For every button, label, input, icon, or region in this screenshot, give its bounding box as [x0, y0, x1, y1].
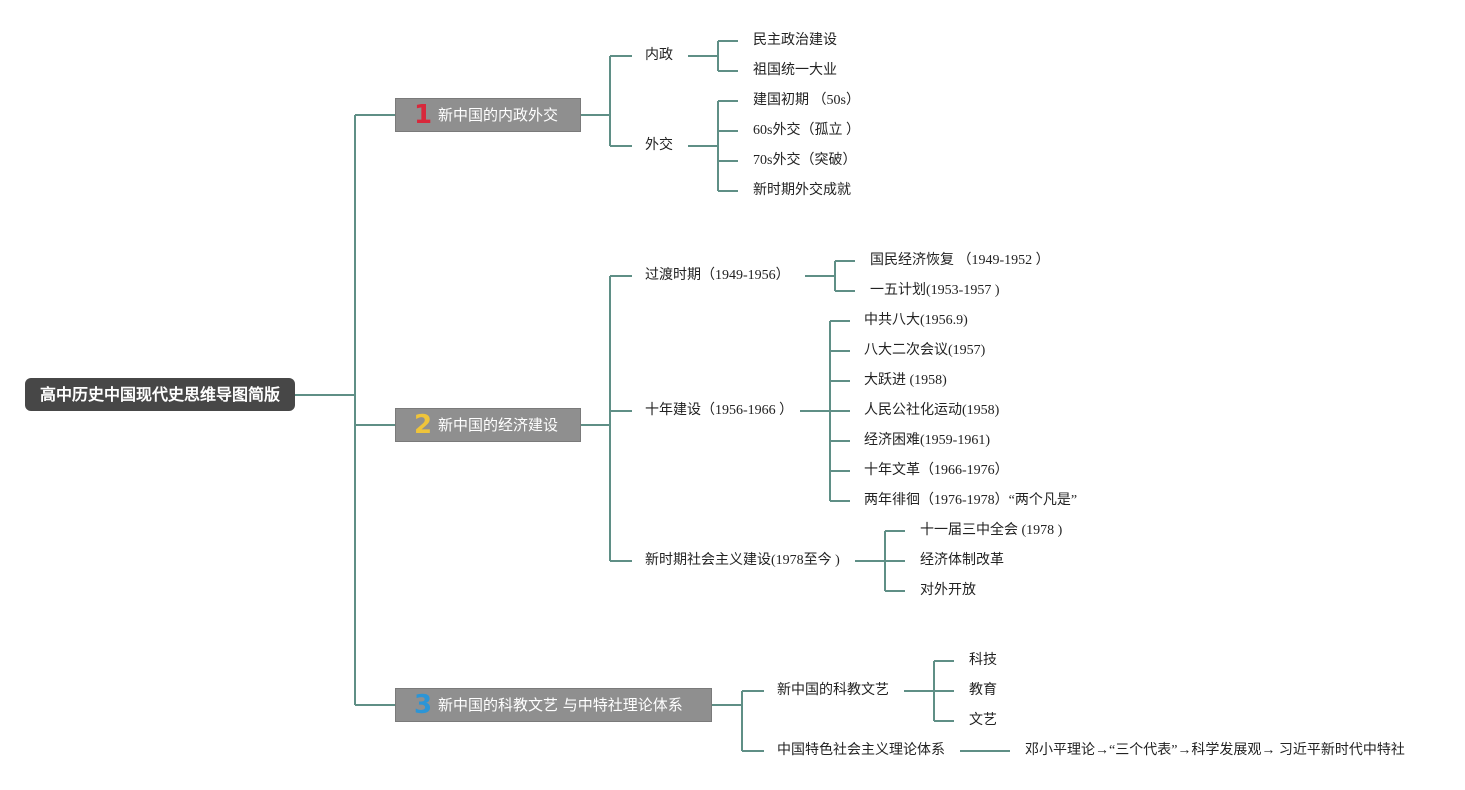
subtopic-item[interactable]: 祖国统一大业	[753, 63, 837, 78]
subtopic-item[interactable]: 十年文革（1966-1976）	[864, 463, 1009, 478]
subtopic-item[interactable]: 建国初期 （50s）	[753, 93, 860, 108]
transition-connector	[805, 260, 855, 292]
subtopic-item[interactable]: 一五计划(1953-1957 )	[870, 283, 1000, 298]
subtopic-item[interactable]: 对外开放	[920, 583, 976, 598]
root-connector	[295, 114, 395, 706]
branch1-connector	[581, 55, 632, 147]
topic-science-education-culture[interactable]: 新中国的科教文艺	[777, 683, 889, 698]
branch2-connector	[581, 275, 632, 562]
topic-new-era-construction[interactable]: 新时期社会主义建设(1978至今 )	[645, 553, 840, 568]
branch-label: 新中国的科教文艺 与中特社理论体系	[438, 696, 683, 714]
diplomacy-connector	[688, 100, 738, 192]
branch-label: 新中国的内政外交	[438, 106, 559, 124]
subtopic-item[interactable]: 文艺	[969, 713, 997, 728]
subtopic-item[interactable]: 科技	[969, 653, 997, 668]
domestic-connector	[688, 40, 738, 72]
subtopic-item[interactable]: 十一届三中全会 (1978 )	[920, 523, 1063, 538]
number-badge-1: 1	[413, 100, 433, 130]
subtopic-item[interactable]: 大跃进 (1958)	[864, 373, 947, 388]
new-era-connector	[855, 530, 905, 592]
subtopic-item[interactable]: 60s外交（孤立 ）	[753, 123, 860, 138]
science-connector	[904, 660, 954, 722]
branch-label: 新中国的经济建设	[438, 416, 559, 434]
subtopic-item[interactable]: 70s外交（突破）	[753, 153, 857, 168]
number-badge-2: 2	[413, 410, 433, 440]
subtopic-item[interactable]: 经济体制改革	[920, 553, 1004, 568]
subtopic-item[interactable]: 人民公社化运动(1958)	[864, 403, 1000, 418]
subtopic-item[interactable]: 两年徘徊（1976-1978）“两个凡是”	[864, 493, 1078, 508]
subtopic-item[interactable]: 中共八大(1956.9)	[864, 313, 968, 328]
subtopic-item[interactable]: 新时期外交成就	[753, 183, 851, 198]
subtopic-item[interactable]: 国民经济恢复 （1949-1952 ）	[870, 253, 1050, 268]
branch3-connector	[712, 690, 764, 752]
ten-year-connector	[800, 320, 850, 502]
subtopic-item[interactable]: 教育	[969, 683, 997, 698]
number-badge-3: 3	[413, 690, 433, 720]
subtopic-item[interactable]: 八大二次会议(1957)	[864, 343, 986, 358]
subtopic-item[interactable]: 邓小平理论→“三个代表”→科学发展观→ 习近平新时代中特社	[1025, 743, 1405, 758]
subtopic-item[interactable]: 经济困难(1959-1961)	[864, 433, 990, 448]
topic-transition-period[interactable]: 过渡时期（1949-1956）	[645, 268, 790, 283]
topic-diplomacy[interactable]: 外交	[645, 138, 673, 153]
topic-ten-year-construction[interactable]: 十年建设（1956-1966 ）	[645, 403, 794, 418]
branch-node-science-culture-theory[interactable]: 3 新中国的科教文艺 与中特社理论体系	[395, 688, 712, 722]
branch-node-economy[interactable]: 2 新中国的经济建设	[395, 408, 581, 442]
root-node[interactable]: 高中历史中国现代史思维导图简版	[25, 378, 295, 411]
topic-socialist-theory-system[interactable]: 中国特色社会主义理论体系	[777, 743, 945, 758]
branch-node-inner-outer-affairs[interactable]: 1 新中国的内政外交	[395, 98, 581, 132]
subtopic-item[interactable]: 民主政治建设	[753, 33, 837, 48]
topic-domestic[interactable]: 内政	[645, 48, 673, 63]
